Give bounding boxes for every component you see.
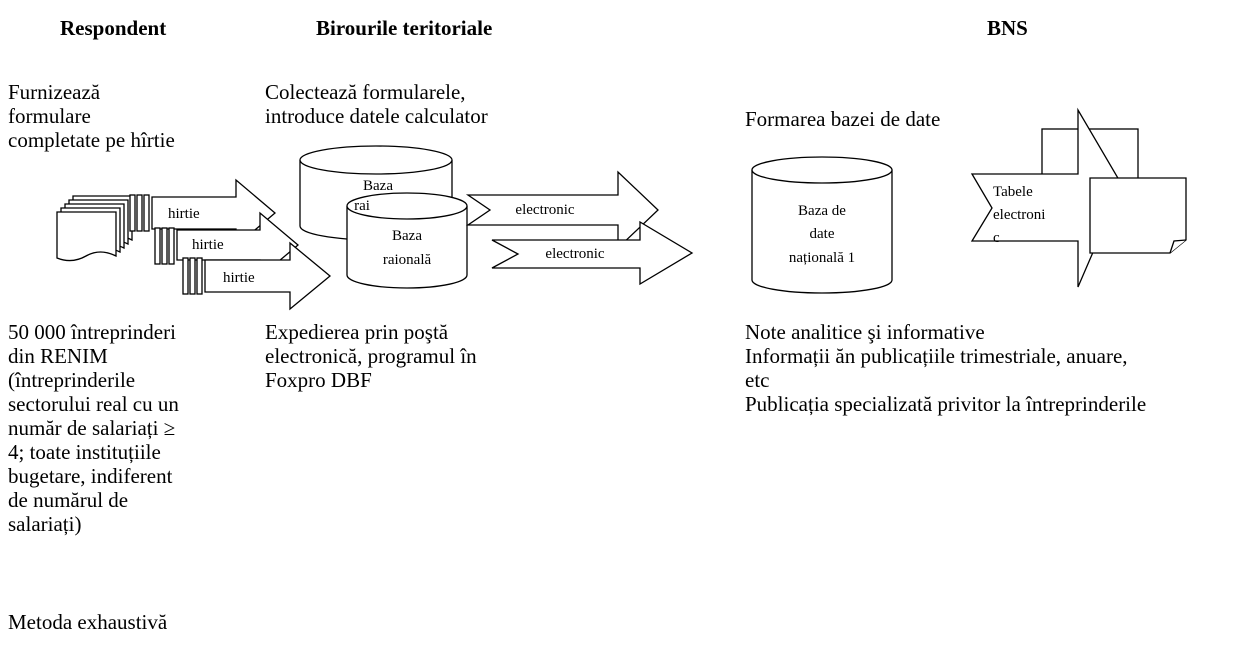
bns-details-line: Note analitice şi informative xyxy=(745,320,985,344)
tables-output-icon xyxy=(970,107,1187,288)
bns-details-line: Informații ăn publicațiile trimestriale,… xyxy=(745,344,1128,368)
territorial-details: Expedierea prin poştă electronică, progr… xyxy=(265,320,477,392)
territorial-intro: Colectează formularele, introduce datele… xyxy=(265,80,488,128)
paper-forms-icon xyxy=(56,195,133,262)
respondent-details: 50 000 întreprinderi din RENIM (întrepri… xyxy=(8,320,179,536)
paper-arrow-3 xyxy=(182,241,332,311)
paper-arrow-label: hirtie xyxy=(223,270,255,286)
respondent-details-line: bugetare, indiferent xyxy=(8,464,173,488)
electronic-arrow-label: electronic xyxy=(515,202,574,218)
header-territorial: Birourile teritoriale xyxy=(316,16,493,40)
tables-label: Tabele xyxy=(993,184,1033,200)
bns-details: Note analitice şi informative Informații… xyxy=(745,320,1146,416)
respondent-details-line: de numărul de xyxy=(8,488,129,512)
respondent-intro-line: formulare xyxy=(8,104,91,128)
national-database-icon xyxy=(751,156,893,294)
district-database-front-icon xyxy=(346,192,468,289)
respondent-intro-line: completate pe hîrtie xyxy=(8,128,175,152)
paper-arrow-label: hirtie xyxy=(192,237,224,253)
territorial-intro-line: introduce datele calculator xyxy=(265,104,488,128)
bns-details-line: etc xyxy=(745,368,770,392)
national-db-label: date xyxy=(810,226,835,242)
national-db-label: Baza de xyxy=(798,203,846,219)
respondent-details-line: 4; toate instituțiile xyxy=(8,440,161,464)
territorial-details-line: electronică, programul în xyxy=(265,344,477,368)
district-db-front-label: Baza xyxy=(392,228,422,244)
respondent-intro-line: Furnizează xyxy=(8,80,101,104)
respondent-details-line: 50 000 întreprinderi xyxy=(8,320,176,344)
respondent-method: Metoda exhaustivă xyxy=(8,610,168,634)
territorial-intro-line: Colectează formularele, xyxy=(265,80,466,104)
respondent-details-line: număr de salariați ≥ xyxy=(8,416,176,440)
header-bns: BNS xyxy=(987,16,1028,40)
respondent-details-line: salariați) xyxy=(8,512,82,536)
district-db-back-label: rai xyxy=(354,198,370,214)
bns-intro: Formarea bazei de date xyxy=(745,107,941,131)
bns-details-line: Publicația specializată privitor la într… xyxy=(745,392,1147,416)
respondent-details-line: din RENIM xyxy=(8,344,108,368)
territorial-details-line: Foxpro DBF xyxy=(265,368,372,392)
tables-label: c xyxy=(993,230,1000,246)
respondent-details-line: sectorului real cu un xyxy=(8,392,179,416)
header-respondent: Respondent xyxy=(60,16,167,40)
district-db-back-label: Baza xyxy=(363,178,393,194)
respondent-details-line: (întreprinderile xyxy=(8,368,136,392)
electronic-arrow-2 xyxy=(491,220,694,286)
paper-arrow-label: hirtie xyxy=(168,206,200,222)
respondent-intro: Furnizează formulare completate pe hîrti… xyxy=(8,80,175,152)
district-db-front-label: raională xyxy=(383,252,432,268)
national-db-label: națională 1 xyxy=(789,250,855,266)
electronic-arrow-label: electronic xyxy=(545,246,604,262)
territorial-details-line: Expedierea prin poştă xyxy=(265,320,449,344)
tables-label: electroni xyxy=(993,207,1045,223)
